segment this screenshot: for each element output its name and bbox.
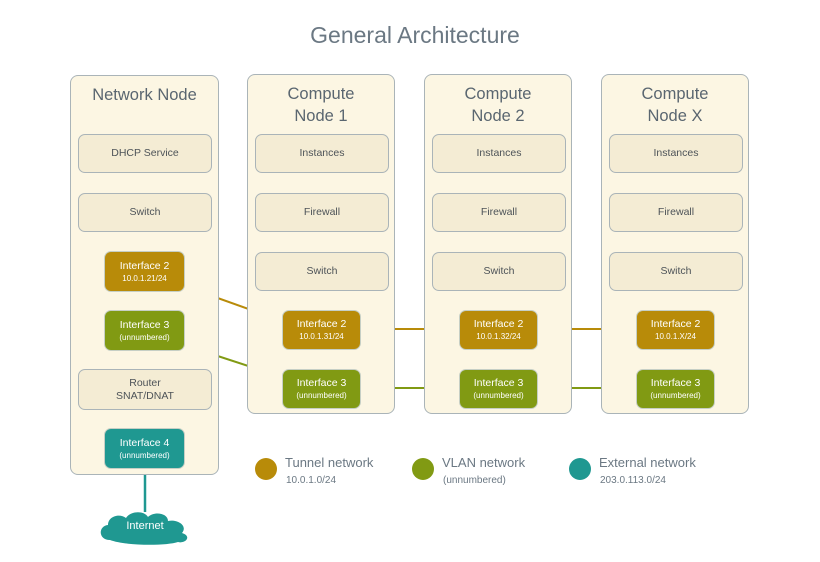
vlan-network-legend-icon (412, 458, 434, 480)
interface-name: Interface 3 (473, 377, 524, 389)
compute-x-interface-3: Interface 3 (unnumbered) (636, 369, 715, 409)
compute-2-instances-box: Instances (432, 134, 566, 173)
interface-name: Interface 3 (296, 377, 347, 389)
diagram-title: General Architecture (310, 22, 520, 48)
interface-name: Interface 3 (650, 377, 701, 389)
compute-x-instances-box: Instances (609, 134, 743, 173)
tunnel-network-legend-label: Tunnel network (285, 455, 374, 470)
compute-node-x-title: Compute Node X (641, 85, 709, 125)
interface-ip: (unnumbered) (473, 391, 524, 400)
interface-ip: 10.0.1.X/24 (655, 332, 696, 341)
network-interface-4: Interface 4 (unnumbered) (104, 428, 185, 469)
internet-label: Internet (126, 520, 164, 532)
interface-name: Interface 2 (296, 318, 347, 330)
compute-1-interface-2: Interface 2 10.0.1.31/24 (282, 310, 361, 350)
compute-1-switch-box: Switch (255, 252, 389, 291)
compute-x-switch-box: Switch (609, 252, 743, 291)
interface-ip: (unnumbered) (119, 332, 170, 342)
external-network-legend-icon (569, 458, 591, 480)
compute-2-firewall-box: Firewall (432, 193, 566, 232)
compute-2-interface-2: Interface 2 10.0.1.32/24 (459, 310, 538, 350)
tunnel-network-legend-icon (255, 458, 277, 480)
interface-name: Interface 2 (119, 259, 170, 272)
router-label: Router (129, 376, 161, 389)
external-network-legend-subnet: 203.0.113.0/24 (600, 475, 666, 486)
compute-1-interface-3: Interface 3 (unnumbered) (282, 369, 361, 409)
compute-node-1-title: Compute Node 1 (287, 85, 355, 125)
interface-ip: 10.0.1.32/24 (476, 332, 521, 341)
interface-name: Interface 3 (119, 318, 170, 331)
network-switch-box: Switch (78, 193, 212, 232)
compute-node-x: Compute Node X (601, 74, 749, 414)
network-interface-2: Interface 2 10.0.1.21/24 (104, 251, 185, 292)
compute-2-interface-3: Interface 3 (unnumbered) (459, 369, 538, 409)
compute-x-firewall-box: Firewall (609, 193, 743, 232)
interface-name: Interface 2 (650, 318, 701, 330)
vlan-network-legend-label: VLAN network (442, 455, 526, 470)
interface-ip: 10.0.1.31/24 (299, 332, 344, 341)
interface-name: Interface 2 (473, 318, 524, 330)
interface-ip: 10.0.1.21/24 (122, 273, 167, 283)
external-network-legend-label: External network (599, 455, 696, 470)
internet-cloud-icon (100, 512, 188, 545)
compute-1-instances-box: Instances (255, 134, 389, 173)
network-node-title: Network Node (92, 86, 197, 104)
interface-ip: (unnumbered) (296, 391, 347, 400)
dhcp-service-box: DHCP Service (78, 134, 212, 173)
compute-node-2: Compute Node 2 (424, 74, 572, 414)
compute-1-firewall-box: Firewall (255, 193, 389, 232)
interface-ip: (unnumbered) (119, 450, 170, 460)
compute-x-interface-2: Interface 2 10.0.1.X/24 (636, 310, 715, 350)
tunnel-network-legend-subnet: 10.0.1.0/24 (286, 475, 337, 486)
compute-node-1: Compute Node 1 (247, 74, 395, 414)
compute-2-switch-box: Switch (432, 252, 566, 291)
network-interface-3: Interface 3 (unnumbered) (104, 310, 185, 351)
compute-node-2-title: Compute Node 2 (464, 85, 532, 125)
vlan-network-legend-subnet: (unnumbered) (443, 475, 506, 486)
router-box: Router SNAT/DNAT (78, 369, 212, 410)
interface-name: Interface 4 (119, 436, 170, 449)
interface-ip: (unnumbered) (650, 391, 701, 400)
router-sublabel: SNAT/DNAT (116, 389, 174, 402)
